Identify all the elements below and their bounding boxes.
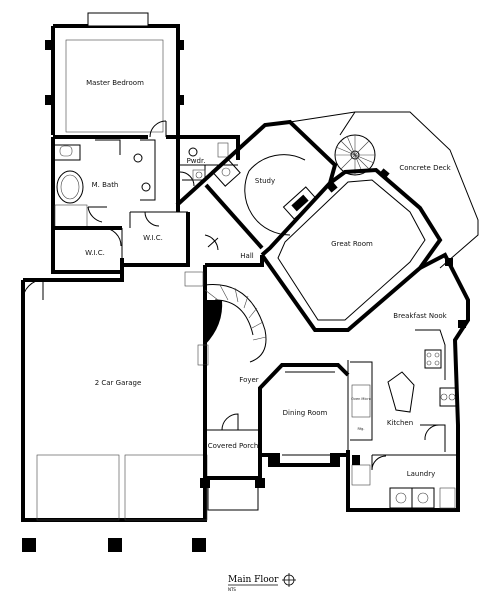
hall-stair	[197, 255, 267, 366]
oven-label: Oven Micro	[351, 397, 371, 401]
label-master-bedroom: Master Bedroom	[86, 79, 144, 87]
powder-area	[178, 135, 240, 187]
label-breakfast-nook: Breakfast Nook	[393, 312, 447, 320]
plan-title: Main Floor	[228, 575, 279, 585]
label-wic-2: W.I.C.	[143, 234, 163, 242]
label-garage: 2 Car Garage	[95, 379, 142, 387]
label-pwdr: Pwdr.	[187, 157, 206, 165]
plan-scale-note: NTS	[228, 587, 236, 592]
label-hall: Hall	[240, 252, 253, 260]
great-room	[260, 167, 443, 332]
north-arrow-icon	[282, 573, 296, 587]
title-block: Main Floor NTS	[228, 573, 296, 592]
garage	[21, 265, 208, 552]
master-bedroom-window-top	[87, 12, 149, 27]
label-m-bath: M. Bath	[92, 181, 119, 189]
label-dining-room: Dining Room	[283, 409, 328, 417]
kitchen-area: Oven Micro Rfg.	[346, 252, 470, 512]
label-wic-1: W.I.C.	[85, 249, 105, 257]
label-covered-porch: Covered Porch	[208, 442, 259, 450]
concrete-deck	[289, 111, 479, 269]
foyer-dining	[200, 363, 350, 511]
fridge-label: Rfg.	[358, 427, 365, 431]
label-kitchen: Kitchen	[387, 419, 413, 427]
label-concrete-deck: Concrete Deck	[399, 164, 451, 172]
bathtub	[56, 170, 84, 204]
master-wing	[45, 12, 190, 274]
label-great-room: Great Room	[331, 240, 373, 248]
label-foyer: Foyer	[239, 376, 259, 384]
label-study: Study	[255, 177, 275, 185]
study-area	[175, 119, 338, 257]
label-laundry: Laundry	[407, 470, 436, 478]
